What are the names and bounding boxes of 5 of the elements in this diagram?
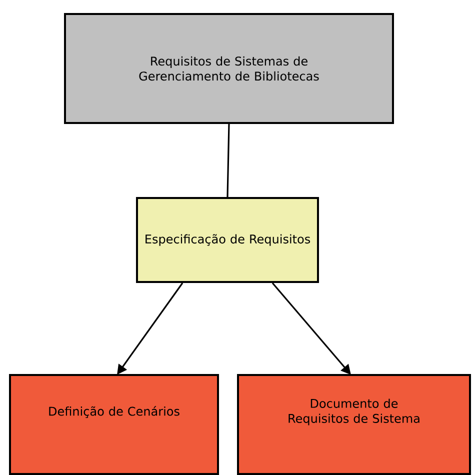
output-box: Definição de Cenários: [9, 374, 219, 475]
output-box: Documento de Requisitos de Sistema: [237, 374, 471, 475]
process-box: Especificação de Requisitos: [136, 197, 319, 283]
connector-line: [226, 124, 230, 198]
titled-box: Requisitos de Sistemas de Gerenciamento de Bibliotecas: [64, 13, 394, 124]
